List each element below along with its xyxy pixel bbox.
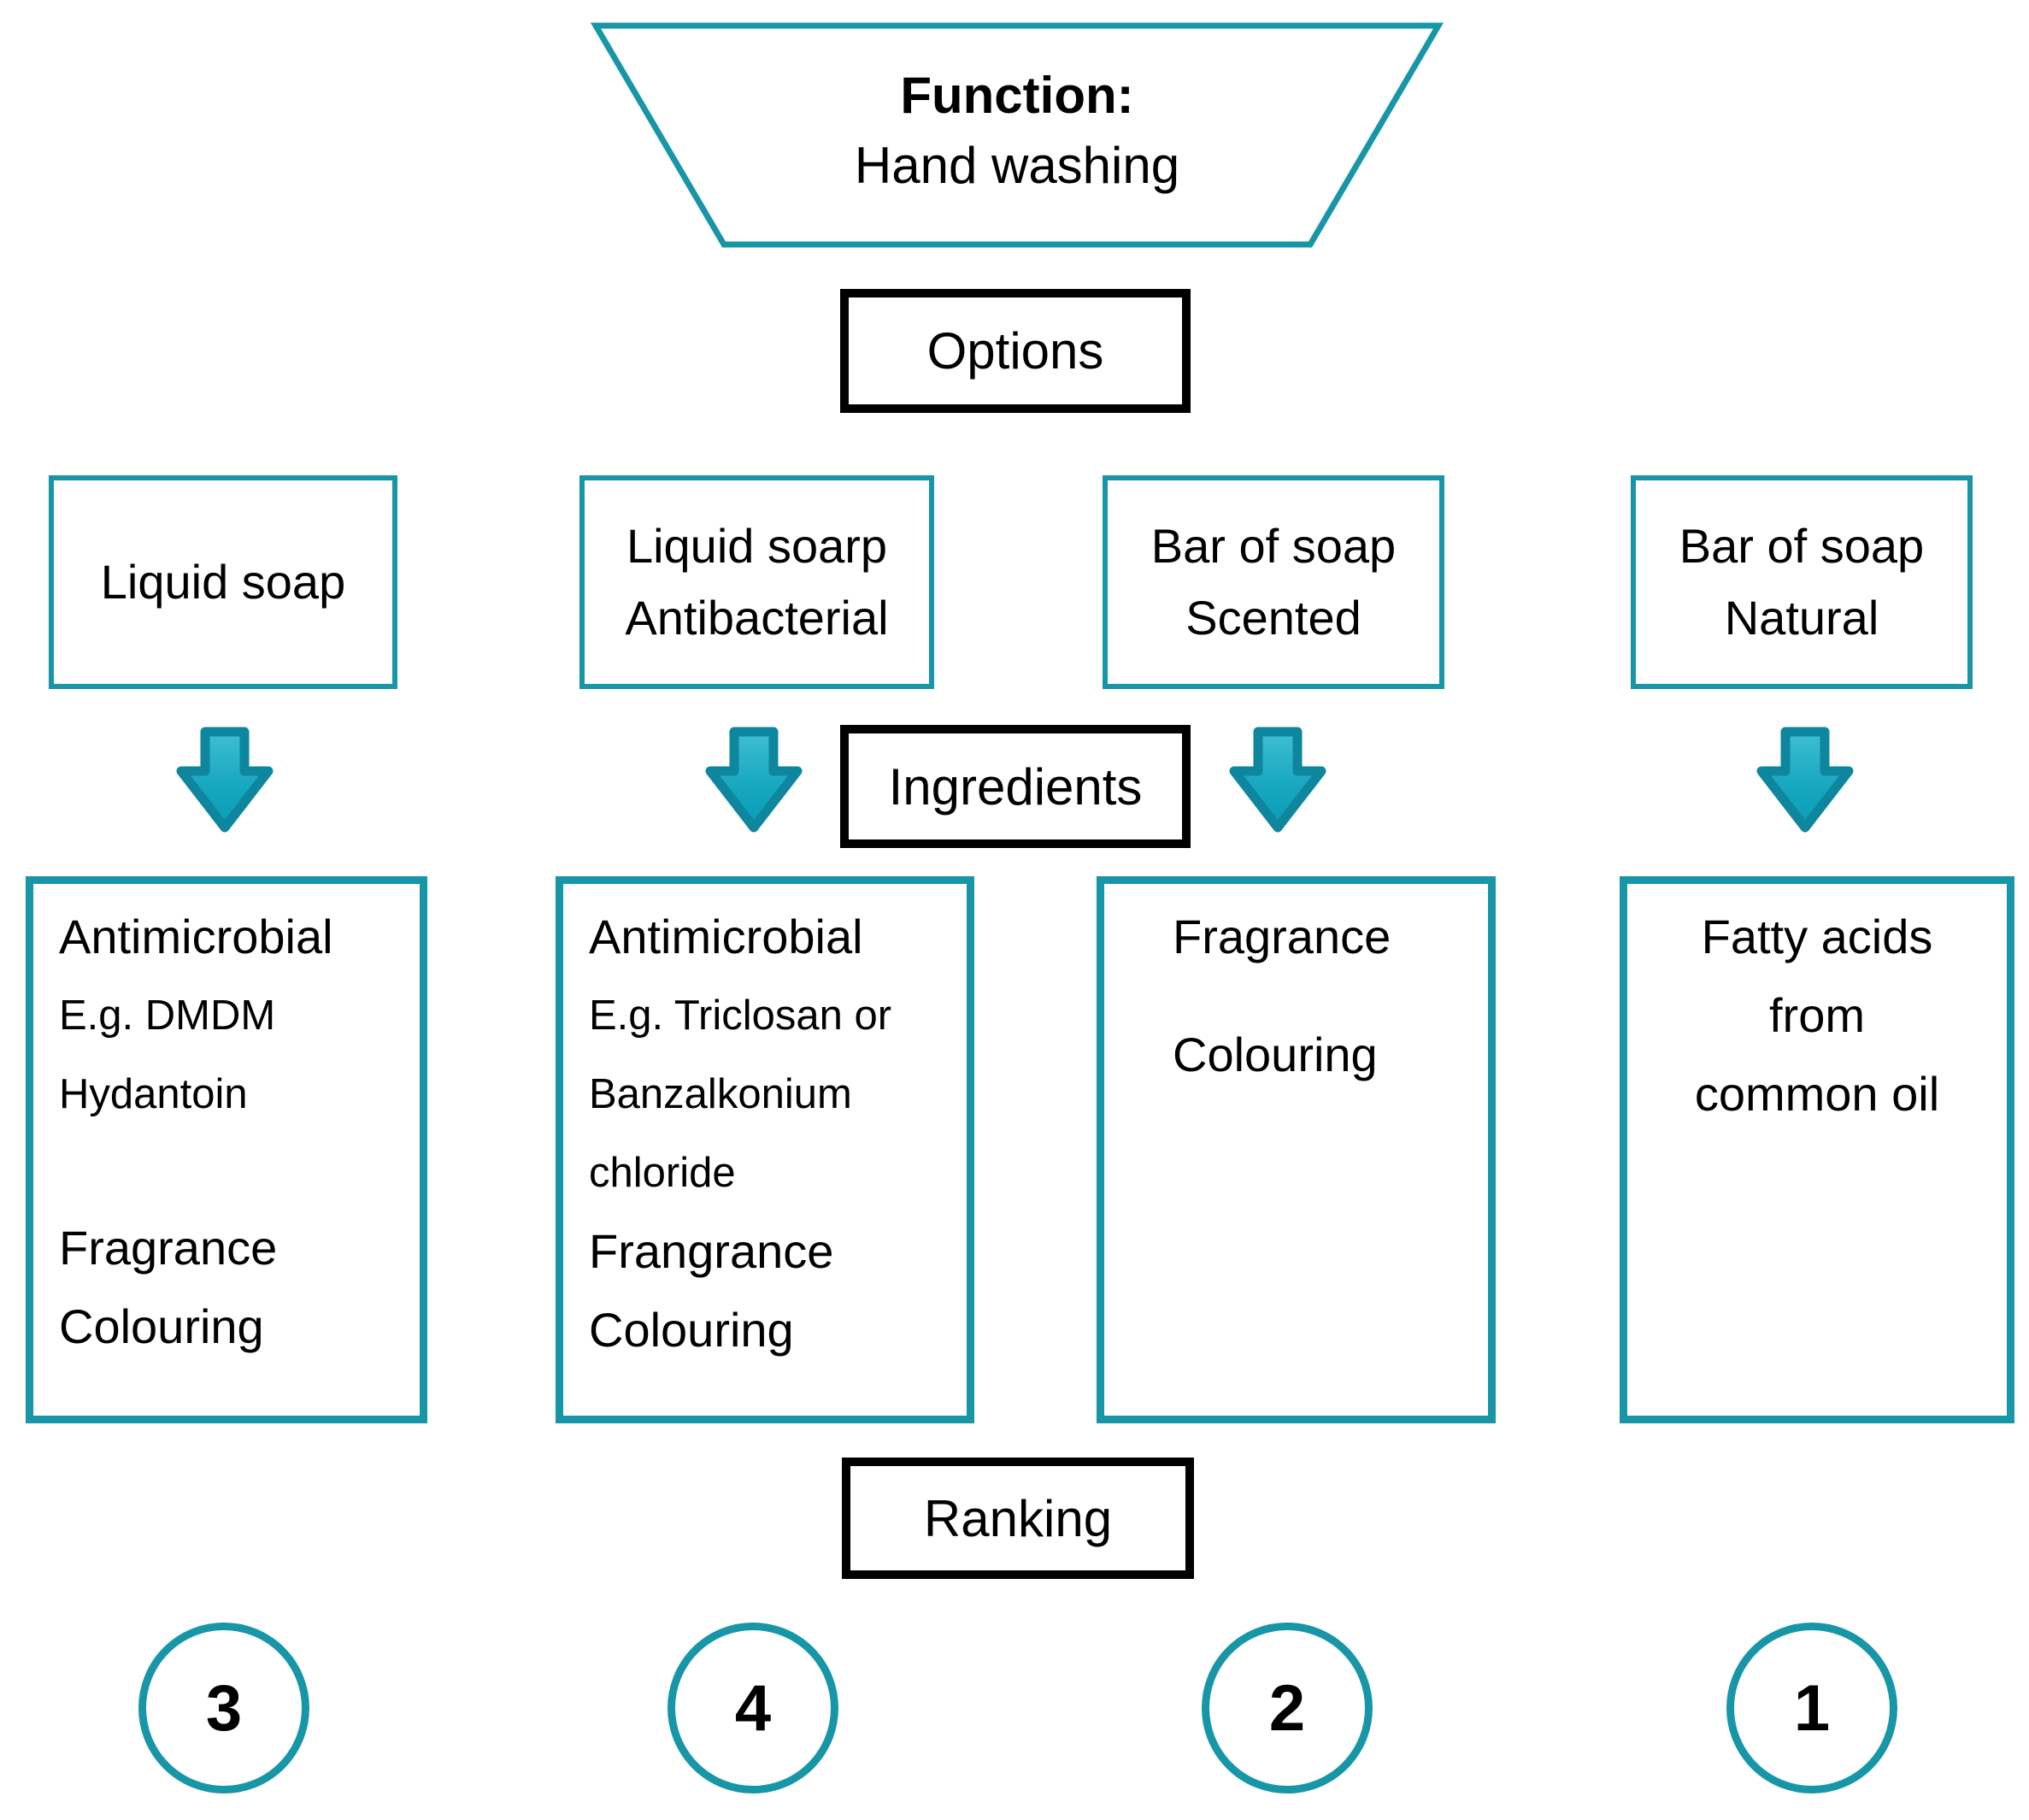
ranking-number: 4 (734, 1671, 772, 1745)
ingredient-line: Frangrance (589, 1224, 834, 1278)
option-box-liquid-soap: Liquid soap (49, 475, 397, 689)
ranking-number: 3 (205, 1671, 243, 1745)
option-line: Liquid soap (100, 555, 346, 609)
ingredient-line: Fragrance (59, 1221, 278, 1275)
ingredient-line: Antimicrobial (589, 910, 863, 963)
ingredient-line: Banzalkonium (589, 1071, 852, 1117)
option-line: Scented (1185, 591, 1361, 645)
option-line: Liquid soarp (626, 519, 888, 573)
ingredient-line: Fatty acids (1701, 910, 1933, 963)
option-box-bar-soap-natural: Bar of soap Natural (1631, 475, 1973, 689)
ingredient-box-liquid-soap: Antimicrobial E.g. DMDM Hydantoin Fragra… (26, 876, 427, 1423)
down-arrow-icon (1222, 723, 1333, 836)
ingredient-line: Antimicrobial (59, 910, 333, 963)
ingredient-box-liquid-soap-antibacterial: Antimicrobial E.g. Triclosan or Banzalko… (556, 876, 974, 1423)
ranking-circle: 4 (668, 1623, 838, 1793)
ingredient-line: Colouring (59, 1299, 264, 1353)
ranking-circle: 2 (1202, 1623, 1373, 1793)
ingredient-line: Colouring (589, 1303, 794, 1357)
down-arrow-icon (698, 723, 809, 836)
ingredient-line: common oil (1694, 1067, 1940, 1121)
option-box-bar-soap-scented: Bar of soap Scented (1103, 475, 1444, 689)
ingredient-line: E.g. DMDM (59, 992, 276, 1039)
option-line: Bar of soap (1679, 519, 1925, 573)
function-subtitle: Hand washing (854, 137, 1180, 194)
ingredient-box-bar-soap-scented: Fragrance Colouring (1097, 876, 1496, 1423)
options-label-box: Options (840, 289, 1191, 413)
function-title: Function: (900, 67, 1134, 124)
ranking-circle: 3 (138, 1623, 309, 1793)
option-line: Natural (1724, 591, 1879, 645)
option-line: Antibacterial (625, 591, 889, 645)
ingredient-line: Fragrance (1173, 910, 1391, 963)
ingredients-label: Ingredients (888, 757, 1143, 816)
trapezoid-shape-icon (590, 22, 1444, 248)
function-trapezoid: Function: Hand washing (590, 19, 1444, 251)
down-arrow-icon (1750, 723, 1861, 836)
ranking-number: 2 (1268, 1671, 1306, 1745)
ingredient-line: from (1769, 988, 1865, 1042)
ranking-number: 1 (1793, 1671, 1831, 1745)
options-label: Options (926, 322, 1104, 380)
option-line: Bar of soap (1150, 519, 1397, 573)
function-text: Function: Hand washing (590, 19, 1444, 251)
down-arrow-icon (169, 723, 280, 836)
ingredient-line: E.g. Triclosan or (589, 992, 892, 1039)
ingredient-line: Colouring (1173, 1028, 1378, 1081)
ingredient-box-bar-soap-natural: Fatty acids from common oil (1620, 876, 2014, 1423)
ranking-circle: 1 (1726, 1623, 1897, 1793)
ranking-label: Ranking (923, 1489, 1113, 1547)
ingredients-label-box: Ingredients (840, 725, 1191, 848)
option-box-liquid-soap-antibacterial: Liquid soarp Antibacterial (579, 475, 934, 689)
ingredient-line: chloride (589, 1150, 736, 1196)
ingredient-line: Hydantoin (59, 1071, 248, 1117)
ranking-label-box: Ranking (842, 1458, 1194, 1579)
